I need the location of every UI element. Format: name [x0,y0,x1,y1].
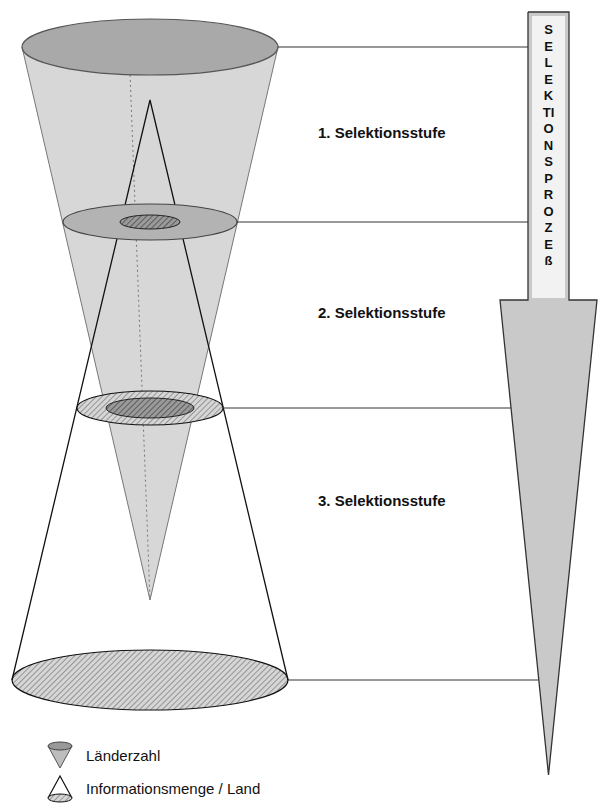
leader-line [237,222,528,223]
arrow-letters: SELEKTIONSPROZEß [542,22,555,270]
top-ellipse [22,19,278,75]
legend-cone-icon [48,742,72,750]
legend-text: Länderzahl [86,747,160,764]
arrow-outline [500,12,597,775]
process-arrow: SELEKTIONSPROZEß [498,10,598,778]
stage-label: 1. Selektionsstufe [318,124,446,141]
level-ellipse [77,391,223,425]
level-inner-ellipse [120,215,180,229]
stage-label: 3. Selektionsstufe [318,492,446,509]
leader-line [223,408,511,409]
base-ellipse [12,650,288,710]
dotted-axis [128,20,150,600]
level-ellipse [63,204,237,240]
leader-line [278,47,528,48]
level-inner-ellipse [106,398,194,418]
leader-line [288,680,538,681]
stage-label: 2. Selektionsstufe [318,304,446,321]
information-cone [12,100,288,680]
country-cone [22,47,278,600]
arrow-shaft-ground [532,16,565,298]
legend-cone-icon [48,794,72,802]
legend-text: Informationsmenge / Land [86,780,260,797]
